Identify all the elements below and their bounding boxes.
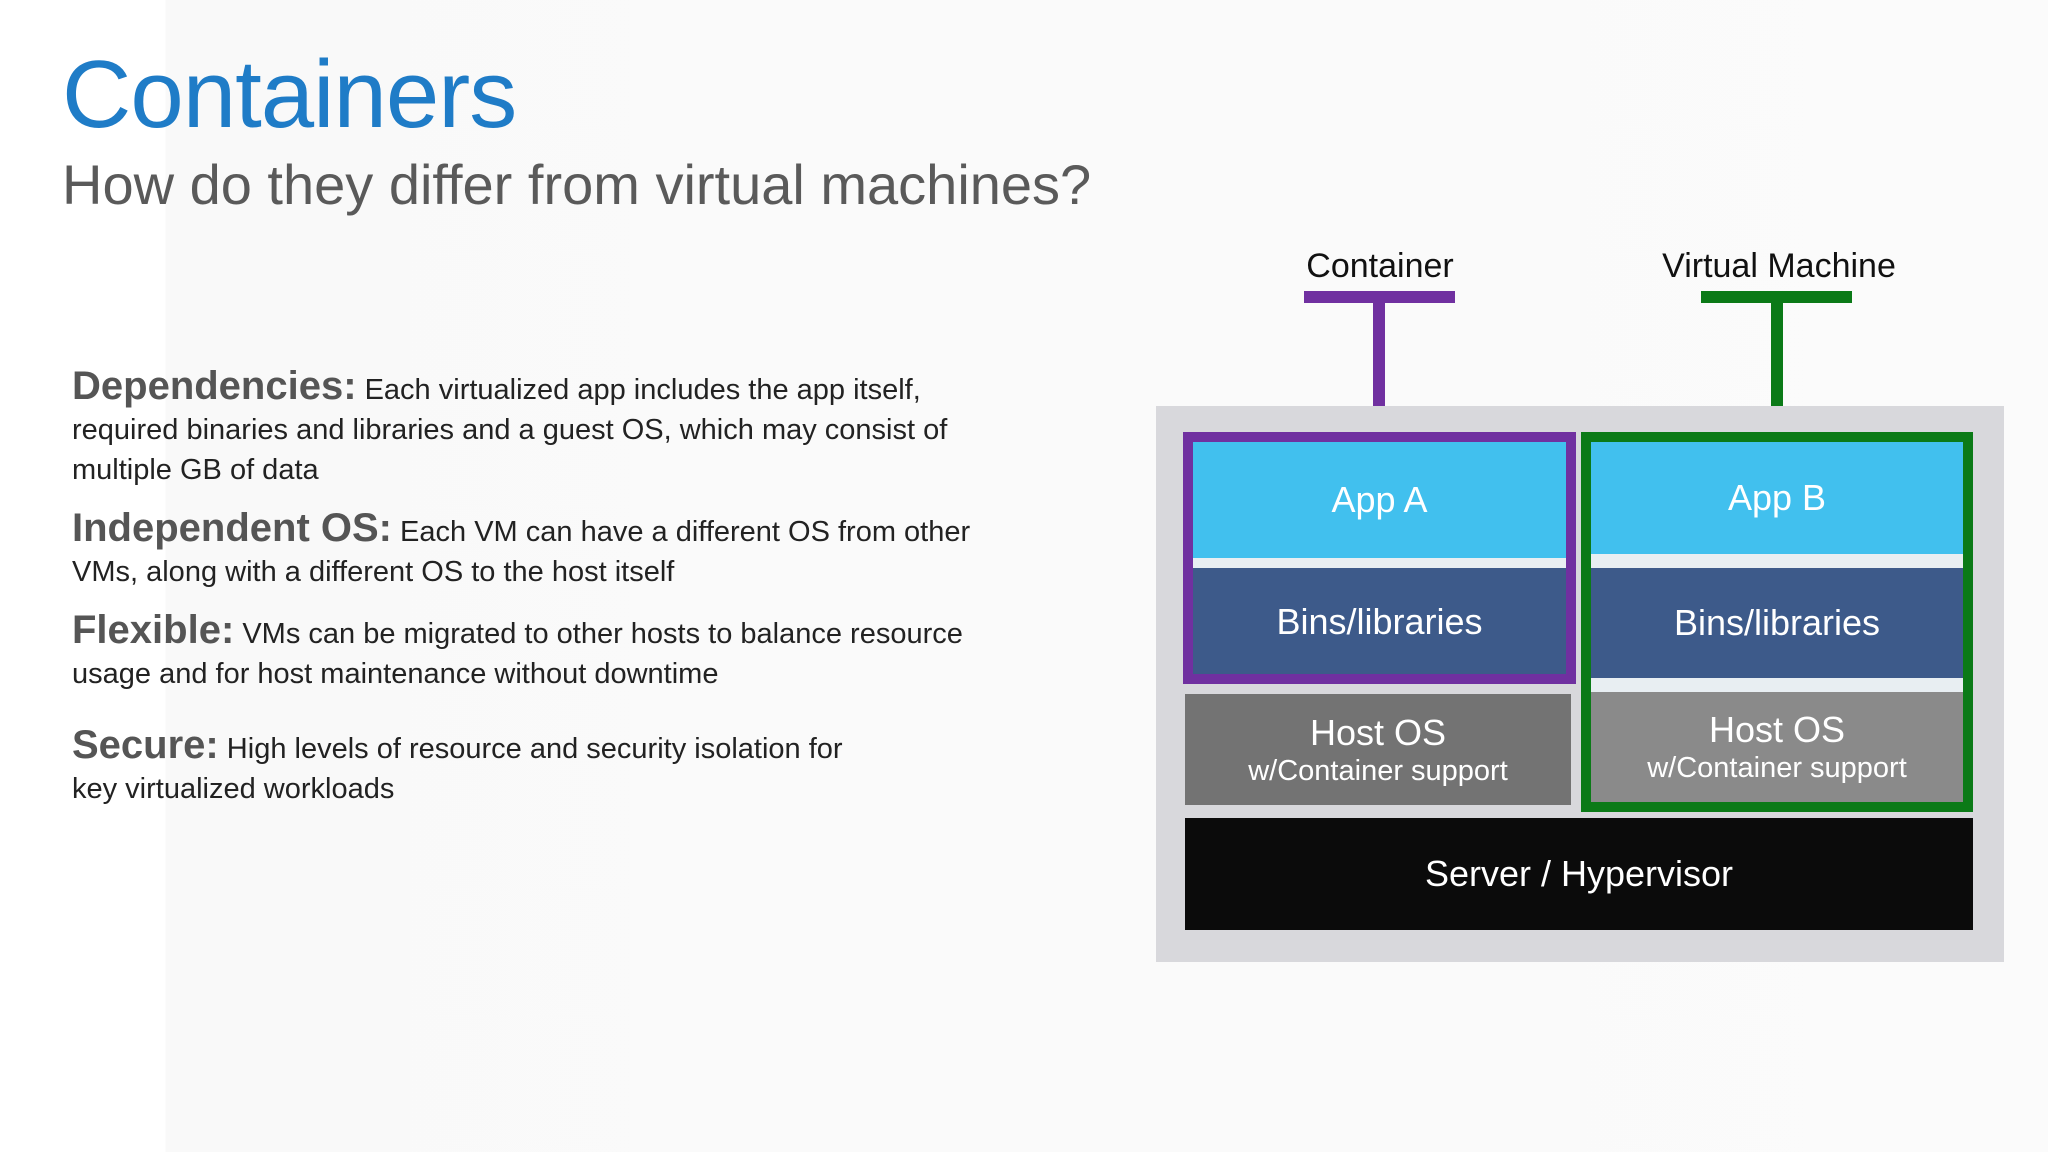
container-host-os-block: Host OS w/Container support [1185, 694, 1571, 805]
bullet-term: Independent OS: [72, 506, 392, 550]
container-host-os-sub: w/Container support [1248, 754, 1508, 787]
slide-title: Containers [62, 41, 517, 148]
vm-bins-label: Bins/libraries [1673, 602, 1881, 643]
vm-app-block: App B [1591, 442, 1963, 554]
slide-subtitle: How do they differ from virtual machines… [62, 153, 1092, 216]
vm-bins-block: Bins/libraries [1591, 568, 1963, 678]
vm-host-os-block: Host OS w/Container support [1591, 692, 1963, 802]
bullet-dependencies: Dependencies: Each virtualized app inclu… [72, 366, 1032, 490]
bullet-term: Flexible: [72, 608, 235, 652]
container-app-block: App A [1193, 442, 1566, 558]
container-bins-block: Bins/libraries [1193, 568, 1566, 676]
vm-label: Virtual Machine [1662, 247, 1896, 285]
container-bins-label: Bins/libraries [1276, 601, 1483, 642]
vm-divider-bottom [1591, 678, 1963, 692]
vm-host-os-label: Host OS [1708, 709, 1846, 750]
container-label: Container [1306, 247, 1454, 285]
bullet-term: Dependencies: [72, 364, 357, 408]
bullet-text: High levels of resource and security iso… [72, 733, 843, 805]
container-divider [1193, 558, 1566, 568]
vm-divider-top [1591, 554, 1963, 568]
container-outline [1183, 432, 1576, 684]
server-hypervisor-block: Server / Hypervisor [1185, 818, 1973, 930]
bullet-independent-os: Independent OS: Each VM can have a diffe… [72, 508, 1032, 592]
container-connector-stem [1373, 291, 1385, 436]
bullet-term: Secure: [72, 723, 219, 767]
app-a-label: App A [1331, 479, 1428, 520]
bullet-flexible: Flexible: VMs can be migrated to other h… [72, 610, 1032, 694]
bullet-text: VMs can be migrated to other hosts to ba… [72, 618, 963, 690]
app-b-label: App B [1727, 477, 1827, 518]
bullet-text: Each VM can have a different OS from oth… [72, 516, 971, 588]
vm-host-os-sub: w/Container support [1647, 752, 1907, 784]
bullet-secure: Secure: High levels of resource and secu… [72, 725, 862, 809]
server-hypervisor-label: Server / Hypervisor [1424, 853, 1734, 894]
container-host-os-label: Host OS [1309, 711, 1447, 753]
bullet-text: Each virtualized app includes the app it… [72, 374, 948, 486]
vm-connector-stem [1771, 291, 1783, 436]
vm-outline [1581, 432, 1973, 812]
